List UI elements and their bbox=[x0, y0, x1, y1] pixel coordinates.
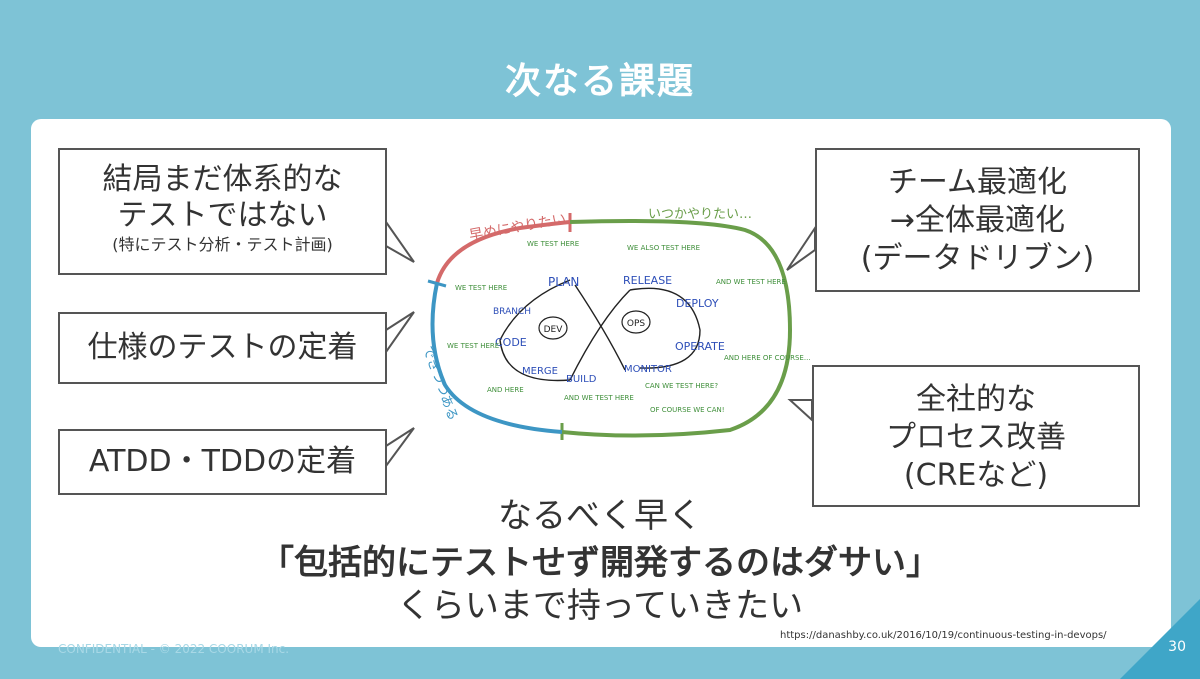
stage-plan: PLAN bbox=[548, 275, 579, 289]
callout-4-line-1: チーム最適化 bbox=[887, 165, 1068, 200]
can-do-arc-tick bbox=[427, 279, 447, 288]
stage-code: CODE bbox=[495, 336, 527, 349]
message-line-3: くらいまで持っていきたい bbox=[396, 586, 804, 626]
note-code: WE TEST HERE bbox=[447, 342, 499, 350]
stage-merge: MERGE bbox=[522, 366, 558, 377]
message-line-1: なるべく早く bbox=[498, 496, 702, 536]
callout-1-line-1: 結局まだ体系的な bbox=[102, 162, 343, 197]
stage-monitor: MONITOR bbox=[624, 364, 672, 375]
note-build: AND WE TEST HERE bbox=[564, 394, 634, 402]
note-monitor-2: OF COURSE WE CAN! bbox=[650, 406, 725, 414]
early-arc bbox=[435, 220, 571, 284]
infinity-left-loop bbox=[499, 279, 571, 382]
c1-pointer bbox=[385, 218, 415, 263]
callout-5-line-3: (CREなど) bbox=[903, 458, 1049, 493]
stage-build: BUILD bbox=[566, 374, 597, 385]
callout-team-optimization: チーム最適化 →全体最適化 (データドリブン) bbox=[815, 148, 1140, 292]
message-line-2: 「包括的にテストせず開発するのはダサい」 bbox=[260, 543, 940, 583]
callout-4-line-3: (データドリブン) bbox=[860, 241, 1095, 276]
confidential-footer: CONFIDENTIAL - © 2022 COORUM Inc. bbox=[58, 642, 290, 656]
infinity-cross bbox=[569, 284, 631, 381]
callout-1-note: (特にテスト分析・テスト計画) bbox=[112, 235, 333, 254]
c2-pointer bbox=[385, 311, 415, 356]
c4-pointer bbox=[786, 224, 816, 271]
callout-5-line-2: プロセス改善 bbox=[886, 420, 1066, 455]
label-someday: いつかやりたい… bbox=[648, 207, 752, 222]
note-deploy: AND WE TEST HERE bbox=[716, 278, 786, 286]
c3-pointer bbox=[385, 427, 415, 470]
callout-spec-testing: 仕様のテストの定着 bbox=[58, 312, 387, 384]
page-number: 30 bbox=[1168, 639, 1186, 655]
note-release: WE ALSO TEST HERE bbox=[627, 244, 700, 252]
corner-decoration bbox=[1120, 599, 1200, 679]
stage-deploy: DEPLOY bbox=[676, 297, 719, 310]
label-can-do: できつつある bbox=[419, 344, 460, 422]
callout-atdd-tdd: ATDD・TDDの定着 bbox=[58, 429, 387, 495]
infinity-right-loop bbox=[629, 287, 701, 369]
note-branch: WE TEST HERE bbox=[455, 284, 507, 292]
note-operate: AND HERE OF COURSE... bbox=[724, 354, 811, 362]
slide-title: 次なる課題 bbox=[504, 61, 695, 102]
dev-label: DEV bbox=[544, 325, 564, 335]
callout-5-line-1: 全社的な bbox=[916, 382, 1036, 417]
callout-4-line-2: →全体最適化 bbox=[889, 203, 1066, 238]
note-plan: WE TEST HERE bbox=[527, 240, 579, 248]
ops-label: OPS bbox=[627, 319, 646, 329]
stage-branch: BRANCH bbox=[493, 307, 531, 317]
source-url[interactable]: https://danashby.co.uk/2016/10/19/contin… bbox=[780, 630, 1107, 641]
callout-1-line-2: テストではない bbox=[117, 198, 328, 233]
note-merge: AND HERE bbox=[487, 386, 524, 394]
note-monitor-1: CAN WE TEST HERE? bbox=[645, 382, 718, 390]
stage-operate: OPERATE bbox=[675, 340, 725, 353]
stage-release: RELEASE bbox=[623, 274, 672, 287]
callout-process-improvement: 全社的な プロセス改善 (CREなど) bbox=[812, 365, 1140, 507]
dev-circle bbox=[538, 316, 568, 340]
c5-pointer bbox=[787, 399, 813, 423]
can-do-arc bbox=[430, 282, 563, 434]
callout-systematic-testing: 結局まだ体系的な テストではない (特にテスト分析・テスト計画) bbox=[58, 148, 387, 275]
ops-circle bbox=[621, 310, 651, 334]
someday-arc bbox=[561, 219, 793, 438]
